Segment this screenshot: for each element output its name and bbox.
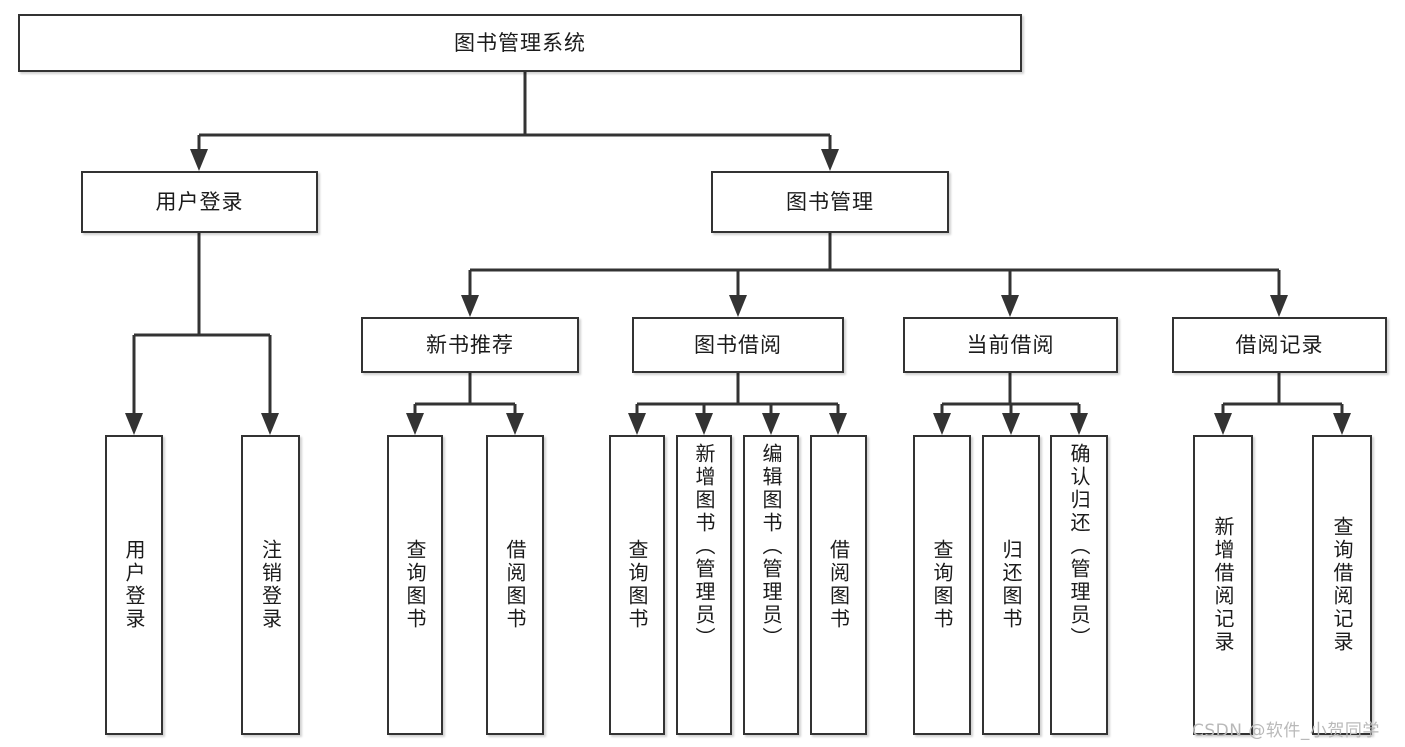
node-label-leaf-user-login: 用户登录 xyxy=(122,539,146,631)
node-label-leaf-query-book-3: 查询图书 xyxy=(930,539,954,631)
node-leaf-add-book[interactable]: 新增图书（管理员） xyxy=(676,435,732,735)
node-leaf-return-book[interactable]: 归还图书 xyxy=(982,435,1040,735)
node-root[interactable]: 图书管理系统 xyxy=(18,14,1022,72)
node-label-book-borrow: 图书借阅 xyxy=(694,332,782,357)
arrow-head-current-borrow xyxy=(1001,295,1019,317)
node-book-borrow[interactable]: 图书借阅 xyxy=(632,317,844,373)
node-label-user-login: 用户登录 xyxy=(155,189,244,214)
arrow-head-borrow-record xyxy=(1270,295,1288,317)
node-label-current-borrow: 当前借阅 xyxy=(966,332,1055,357)
node-label-borrow-record: 借阅记录 xyxy=(1235,332,1324,357)
node-label-leaf-edit-book: 编辑图书（管理员） xyxy=(759,443,783,650)
node-label-leaf-query-book-1: 查询图书 xyxy=(403,539,427,631)
arrow-head-leaf-edit-book xyxy=(762,413,780,435)
arrow-head-leaf-logout xyxy=(261,413,279,435)
arrow-head-leaf-query-book-3 xyxy=(933,413,951,435)
arrow-head-book-manage xyxy=(821,149,839,171)
node-label-root: 图书管理系统 xyxy=(454,30,586,55)
node-leaf-add-record[interactable]: 新增借阅记录 xyxy=(1193,435,1253,735)
node-leaf-edit-book[interactable]: 编辑图书（管理员） xyxy=(743,435,799,735)
node-leaf-query-book-3[interactable]: 查询图书 xyxy=(913,435,971,735)
node-label-leaf-query-record: 查询借阅记录 xyxy=(1330,516,1354,654)
node-leaf-logout[interactable]: 注销登录 xyxy=(241,435,300,735)
node-label-leaf-confirm-return: 确认归还（管理员） xyxy=(1067,443,1091,650)
arrow-head-new-book-rec xyxy=(461,295,479,317)
arrow-head-leaf-borrow-book-2 xyxy=(829,413,847,435)
node-label-leaf-borrow-book-1: 借阅图书 xyxy=(503,539,527,631)
node-leaf-query-book-1[interactable]: 查询图书 xyxy=(387,435,443,735)
node-label-leaf-logout: 注销登录 xyxy=(258,539,283,631)
node-label-book-manage: 图书管理 xyxy=(786,189,874,214)
arrow-head-leaf-return-book xyxy=(1002,413,1020,435)
node-label-leaf-query-book-2: 查询图书 xyxy=(625,539,649,631)
arrow-head-leaf-add-book xyxy=(695,413,713,435)
node-user-login[interactable]: 用户登录 xyxy=(81,171,318,233)
node-borrow-record[interactable]: 借阅记录 xyxy=(1172,317,1387,373)
node-leaf-query-record[interactable]: 查询借阅记录 xyxy=(1312,435,1372,735)
node-book-manage[interactable]: 图书管理 xyxy=(711,171,949,233)
arrow-head-book-borrow xyxy=(729,295,747,317)
node-leaf-borrow-book-2[interactable]: 借阅图书 xyxy=(810,435,867,735)
arrow-head-leaf-add-record xyxy=(1214,413,1232,435)
node-label-leaf-add-record: 新增借阅记录 xyxy=(1211,516,1235,654)
node-leaf-confirm-return[interactable]: 确认归还（管理员） xyxy=(1050,435,1108,735)
arrow-head-user-login xyxy=(190,149,208,171)
arrow-head-leaf-user-login xyxy=(125,413,143,435)
node-new-book-rec[interactable]: 新书推荐 xyxy=(361,317,579,373)
node-leaf-borrow-book-1[interactable]: 借阅图书 xyxy=(486,435,544,735)
node-leaf-query-book-2[interactable]: 查询图书 xyxy=(609,435,665,735)
node-label-new-book-rec: 新书推荐 xyxy=(426,332,514,357)
node-label-leaf-return-book: 归还图书 xyxy=(999,539,1023,631)
arrow-head-leaf-confirm-return xyxy=(1070,413,1088,435)
node-current-borrow[interactable]: 当前借阅 xyxy=(903,317,1118,373)
arrow-head-leaf-query-book-2 xyxy=(628,413,646,435)
node-label-leaf-add-book: 新增图书（管理员） xyxy=(692,443,716,650)
node-label-leaf-borrow-book-2: 借阅图书 xyxy=(826,539,851,631)
watermark-text: CSDN @软件_小贺同学 xyxy=(1192,721,1380,741)
arrow-head-leaf-query-book-1 xyxy=(406,413,424,435)
arrow-head-leaf-borrow-book-1 xyxy=(506,413,524,435)
arrow-head-leaf-query-record xyxy=(1333,413,1351,435)
node-leaf-user-login[interactable]: 用户登录 xyxy=(105,435,163,735)
